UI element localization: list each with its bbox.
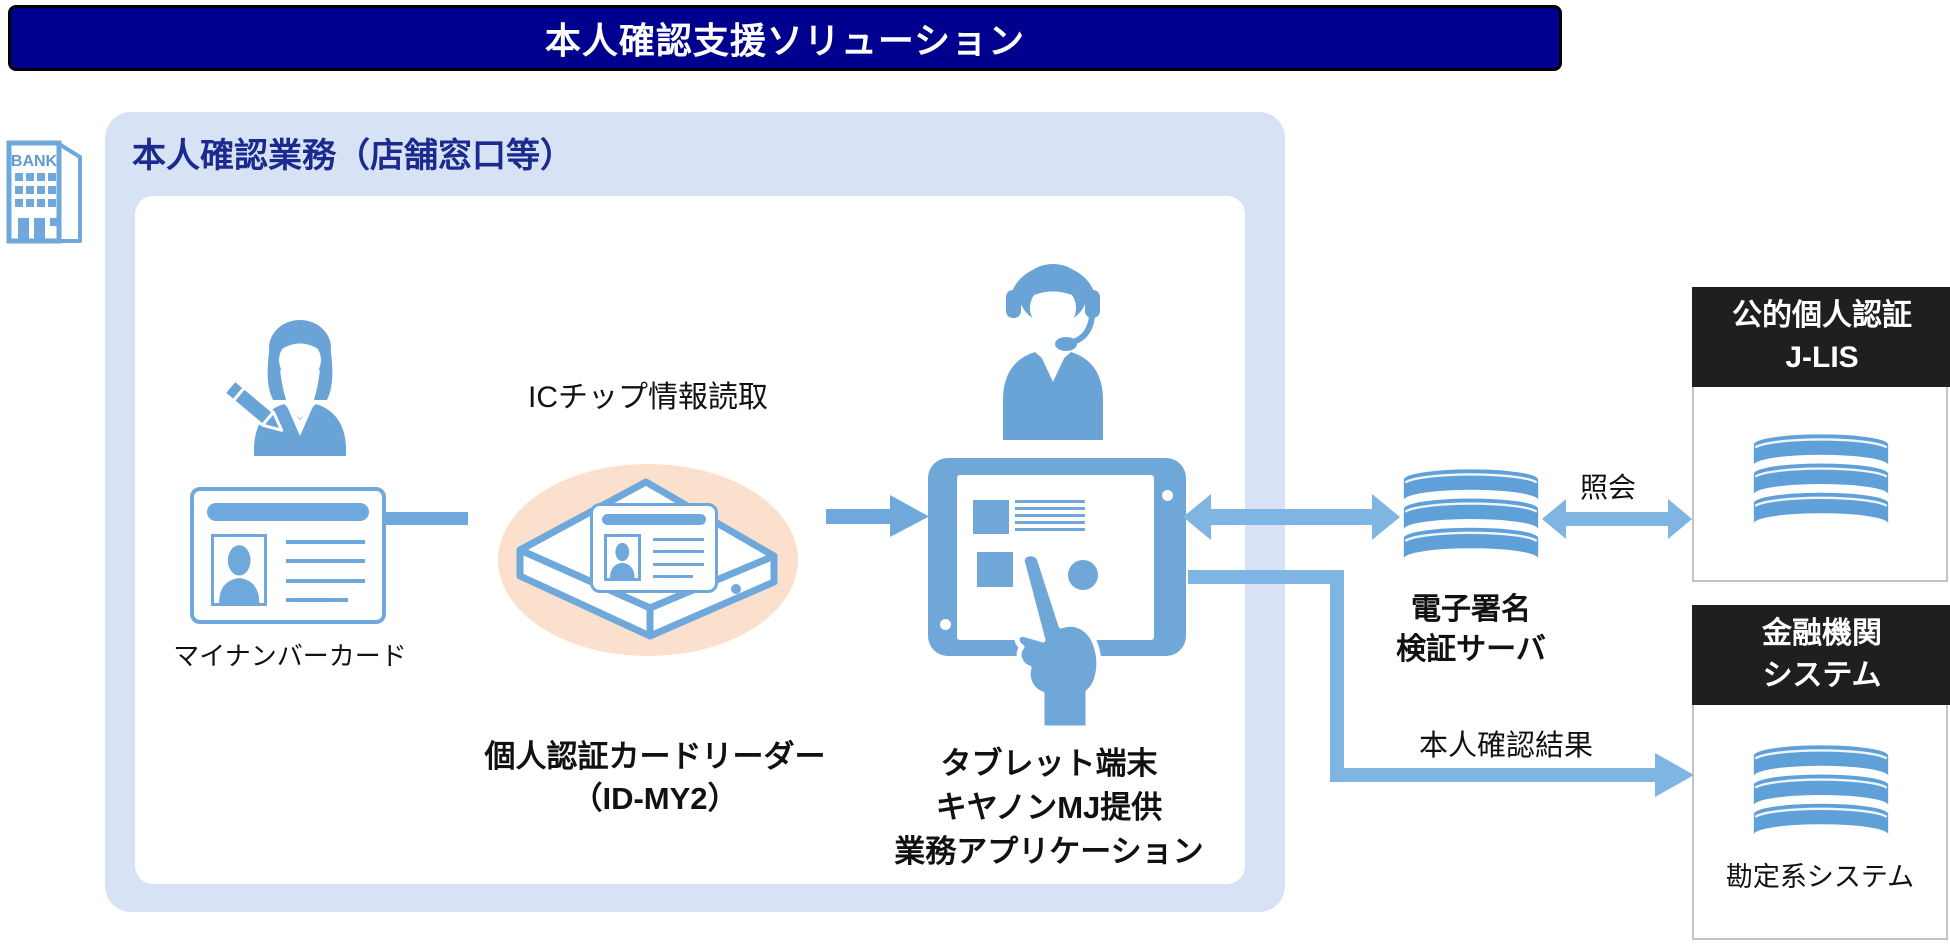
screen-text-line <box>1015 528 1085 531</box>
card-portrait-icon <box>218 544 260 603</box>
mynumber-card-icon <box>190 487 386 624</box>
card-photo <box>603 533 641 581</box>
financial-system-box: 金融機関 システム 勘定系システム <box>1692 605 1950 940</box>
title-banner: 本人確認支援ソリューション <box>8 5 1562 71</box>
pointing-hand-icon <box>1014 556 1102 728</box>
reader-to-tablet-arrow <box>826 495 929 537</box>
financial-header: 金融機関 システム <box>1692 605 1950 705</box>
bank-building-icon: BANK <box>6 140 82 244</box>
headset-mic <box>1055 337 1077 351</box>
card-to-reader-connector <box>384 512 468 525</box>
screen-text-line <box>1015 507 1085 510</box>
tablet-server-arrow <box>1183 494 1400 540</box>
card-text-lines <box>652 537 704 579</box>
bank-text: BANK <box>11 153 58 170</box>
customer-person-icon <box>223 320 347 456</box>
headset-earcup-left <box>1006 290 1021 318</box>
card-text-lines <box>286 540 366 602</box>
screen-block-large <box>973 500 1009 534</box>
mynumber-card-label: マイナンバーカード <box>173 641 407 671</box>
inquiry-label: 照会 <box>1579 472 1636 503</box>
signature-server-db-icon <box>1403 469 1539 559</box>
screen-block-small <box>977 552 1013 587</box>
tablet-camera-dot <box>1162 490 1173 501</box>
financial-db-icon <box>1753 745 1889 835</box>
jlis-header: 公的個人認証 J-LIS <box>1692 287 1950 387</box>
screen-text-line <box>1015 514 1085 517</box>
server-jlis-arrow <box>1542 499 1692 539</box>
result-label: 本人確認結果 <box>1418 730 1593 762</box>
headset-earcup-right <box>1085 290 1100 318</box>
card-on-reader-icon <box>590 503 718 593</box>
core-banking-label: 勘定系システム <box>1725 862 1915 892</box>
screen-touch-circle <box>1068 560 1098 590</box>
screen-text-line <box>1015 500 1085 503</box>
tablet-camera-dot <box>940 619 951 630</box>
card-photo <box>210 533 268 606</box>
card-portrait-icon <box>610 542 635 578</box>
pencil-icon <box>223 379 284 432</box>
card-header-bar <box>207 502 369 521</box>
jlis-db-icon <box>1753 434 1889 524</box>
operator-person-icon <box>1003 264 1103 440</box>
screen-text-line <box>1015 521 1085 524</box>
card-header-bar <box>601 513 707 526</box>
page-title: 本人確認支援ソリューション <box>544 20 1026 61</box>
tablet-label: タブレット端末 キヤノンMJ提供 業務アプリケーション <box>894 746 1204 869</box>
jlis-box: 公的個人認証 J-LIS <box>1692 287 1950 582</box>
signature-server-label: 電子署名 検証サーバ <box>1396 593 1546 666</box>
reader-label: 個人認証カードリーダー （ID-MY2） <box>484 739 826 816</box>
ic-chip-caption: ICチップ情報読取 <box>528 381 768 414</box>
result-connector-line <box>1188 570 1694 797</box>
bank-windows <box>15 173 58 239</box>
workflow-panel-title: 本人確認業務（店舗窓口等） <box>132 137 574 175</box>
